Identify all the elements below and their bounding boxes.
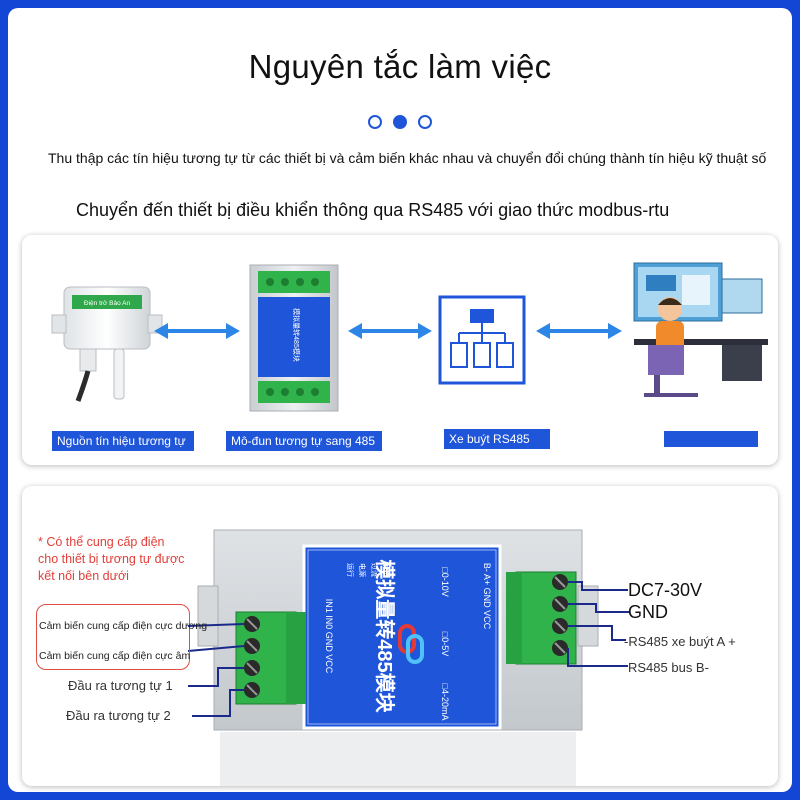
right-terminal-block xyxy=(506,571,577,665)
module-led-label: 保护 xyxy=(382,563,391,577)
double-arrow-icon xyxy=(154,323,240,339)
sensor-power-highlight xyxy=(36,604,190,670)
description-line-2: Chuyển đến thiết bị điều khiển thông qua… xyxy=(76,200,670,220)
label-rs485-bus: Xe buýt RS485 xyxy=(444,429,550,449)
power-supply-note: * Có thể cung cấp điện cho thiết bị tươn… xyxy=(38,535,185,583)
label-analog-485-module: Mô-đun tương tự sang 485 xyxy=(226,431,382,451)
module-right-pins: B- A+ GND VCC xyxy=(482,563,492,630)
sensor-device-icon: Điện trở Bảo An xyxy=(51,286,163,402)
label-sensor-positive: Cảm biến cung cấp điện cực dương xyxy=(39,620,208,632)
module-title-text: 模拟量转485模块 xyxy=(292,308,301,362)
chain-link-logo-icon xyxy=(398,624,424,664)
wiring-panel: 模拟量转485模块 IN1 IN0 GND VCC B- A+ GND VCC … xyxy=(22,486,778,786)
left-leader-lines xyxy=(187,623,245,717)
signal-flow-diagram: Điện trở Bảo An 模拟量转485模块 xyxy=(51,262,768,412)
module-led-label: 过流 xyxy=(370,563,379,577)
right-leader-lines xyxy=(567,581,630,667)
sensor-brand-text: Điện trở Bảo An xyxy=(84,299,131,307)
network-topology-icon xyxy=(438,295,526,385)
module-range-0-5v: □0-5V xyxy=(440,632,450,656)
module-left-pins: IN1 IN0 GND VCC xyxy=(324,599,334,674)
label-dc-power: DC7-30V xyxy=(628,580,703,600)
label-analog-output-1: Đầu ra tương tự 1 xyxy=(68,678,173,693)
module-title: 模拟量转485模块 xyxy=(373,559,397,713)
carousel-dot[interactable] xyxy=(418,115,432,129)
label-rs485-b: RS485 bus B- xyxy=(628,660,709,675)
double-arrow-icon xyxy=(536,323,622,339)
label-analog-output-2: Đầu ra tương tự 2 xyxy=(66,708,171,723)
wiring-diagram: 模拟量转485模块 IN1 IN0 GND VCC B- A+ GND VCC … xyxy=(187,529,630,786)
module-range-0-10v: □0-10V xyxy=(440,567,450,596)
label-gnd: GND xyxy=(628,602,668,622)
page-title: Nguyên tắc làm việc xyxy=(248,48,552,85)
signal-flow-panel: Điện trở Bảo An 模拟量转485模块 xyxy=(22,235,778,465)
double-arrow-icon xyxy=(348,323,432,339)
module-led-label: 运行 xyxy=(346,563,355,577)
carousel-dot-active[interactable] xyxy=(393,115,407,129)
label-sensor-negative: Cảm biến cung cấp điện cực âm xyxy=(39,650,191,662)
label-rs485-a: -RS485 xe buýt A + xyxy=(624,634,736,649)
module-range-4-20ma: □4-20mA xyxy=(440,684,450,721)
page: Nguyên tắc làm việc Thu thập các tín hiệ… xyxy=(8,8,792,792)
carousel-dot[interactable] xyxy=(368,115,382,129)
label-analog-source: Nguồn tín hiệu tương tự xyxy=(52,431,194,451)
left-terminal-block xyxy=(235,611,306,705)
analog-485-module-icon: 模拟量转485模块 xyxy=(249,264,339,412)
description-line-1: Thu thập các tín hiệu tương tự từ các th… xyxy=(48,150,767,166)
operator-workstation-icon xyxy=(633,262,768,397)
module-led-label: 电源 xyxy=(358,563,367,577)
label-control-device xyxy=(664,431,758,447)
